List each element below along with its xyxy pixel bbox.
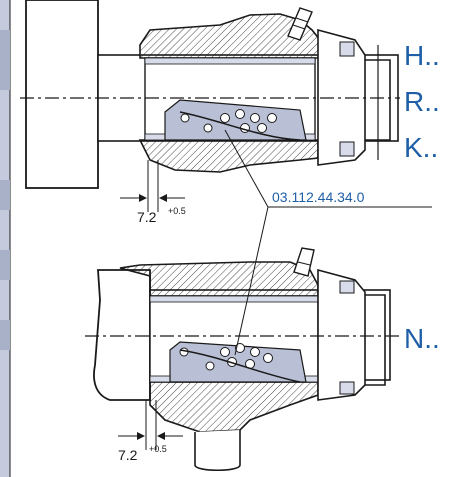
bottom-hub: [93, 269, 151, 401]
top-lube-pad: [164, 99, 307, 141]
bottom-assembly: [85, 247, 400, 472]
bottom-lube-holes: [179, 343, 273, 371]
bottom-lube-pad: [169, 341, 307, 383]
top-dimension-tolerance: +0.5: [168, 206, 186, 216]
part-number-label: 03.112.44.34.0: [272, 189, 365, 205]
top-hub-plate: [25, 0, 99, 189]
label-variant-n: N..: [404, 323, 440, 354]
bottom-housing-lower: [149, 381, 319, 433]
top-grease-nipple: [287, 7, 313, 41]
bottom-dimension-tolerance: +0.5: [149, 444, 167, 454]
top-end-cap: [317, 28, 366, 166]
label-variant-h: H..: [404, 40, 440, 71]
bottom-dimension: 7.2 +0.5: [118, 400, 183, 463]
label-variant-k: K..: [404, 132, 438, 163]
top-dimension-value: 7.2: [137, 209, 157, 225]
top-housing-lower: [138, 139, 319, 173]
bottom-dimension-value: 7.2: [118, 447, 138, 463]
bottom-grease-nipple: [293, 247, 315, 277]
top-assembly: [20, 0, 400, 189]
label-variant-r: R..: [404, 86, 440, 117]
bottom-housing-upper: [119, 261, 319, 297]
left-margin-strip: [0, 0, 11, 477]
part-number-callout: 03.112.44.34.0: [224, 129, 432, 356]
top-dimension: 7.2 +0.5: [120, 160, 186, 225]
